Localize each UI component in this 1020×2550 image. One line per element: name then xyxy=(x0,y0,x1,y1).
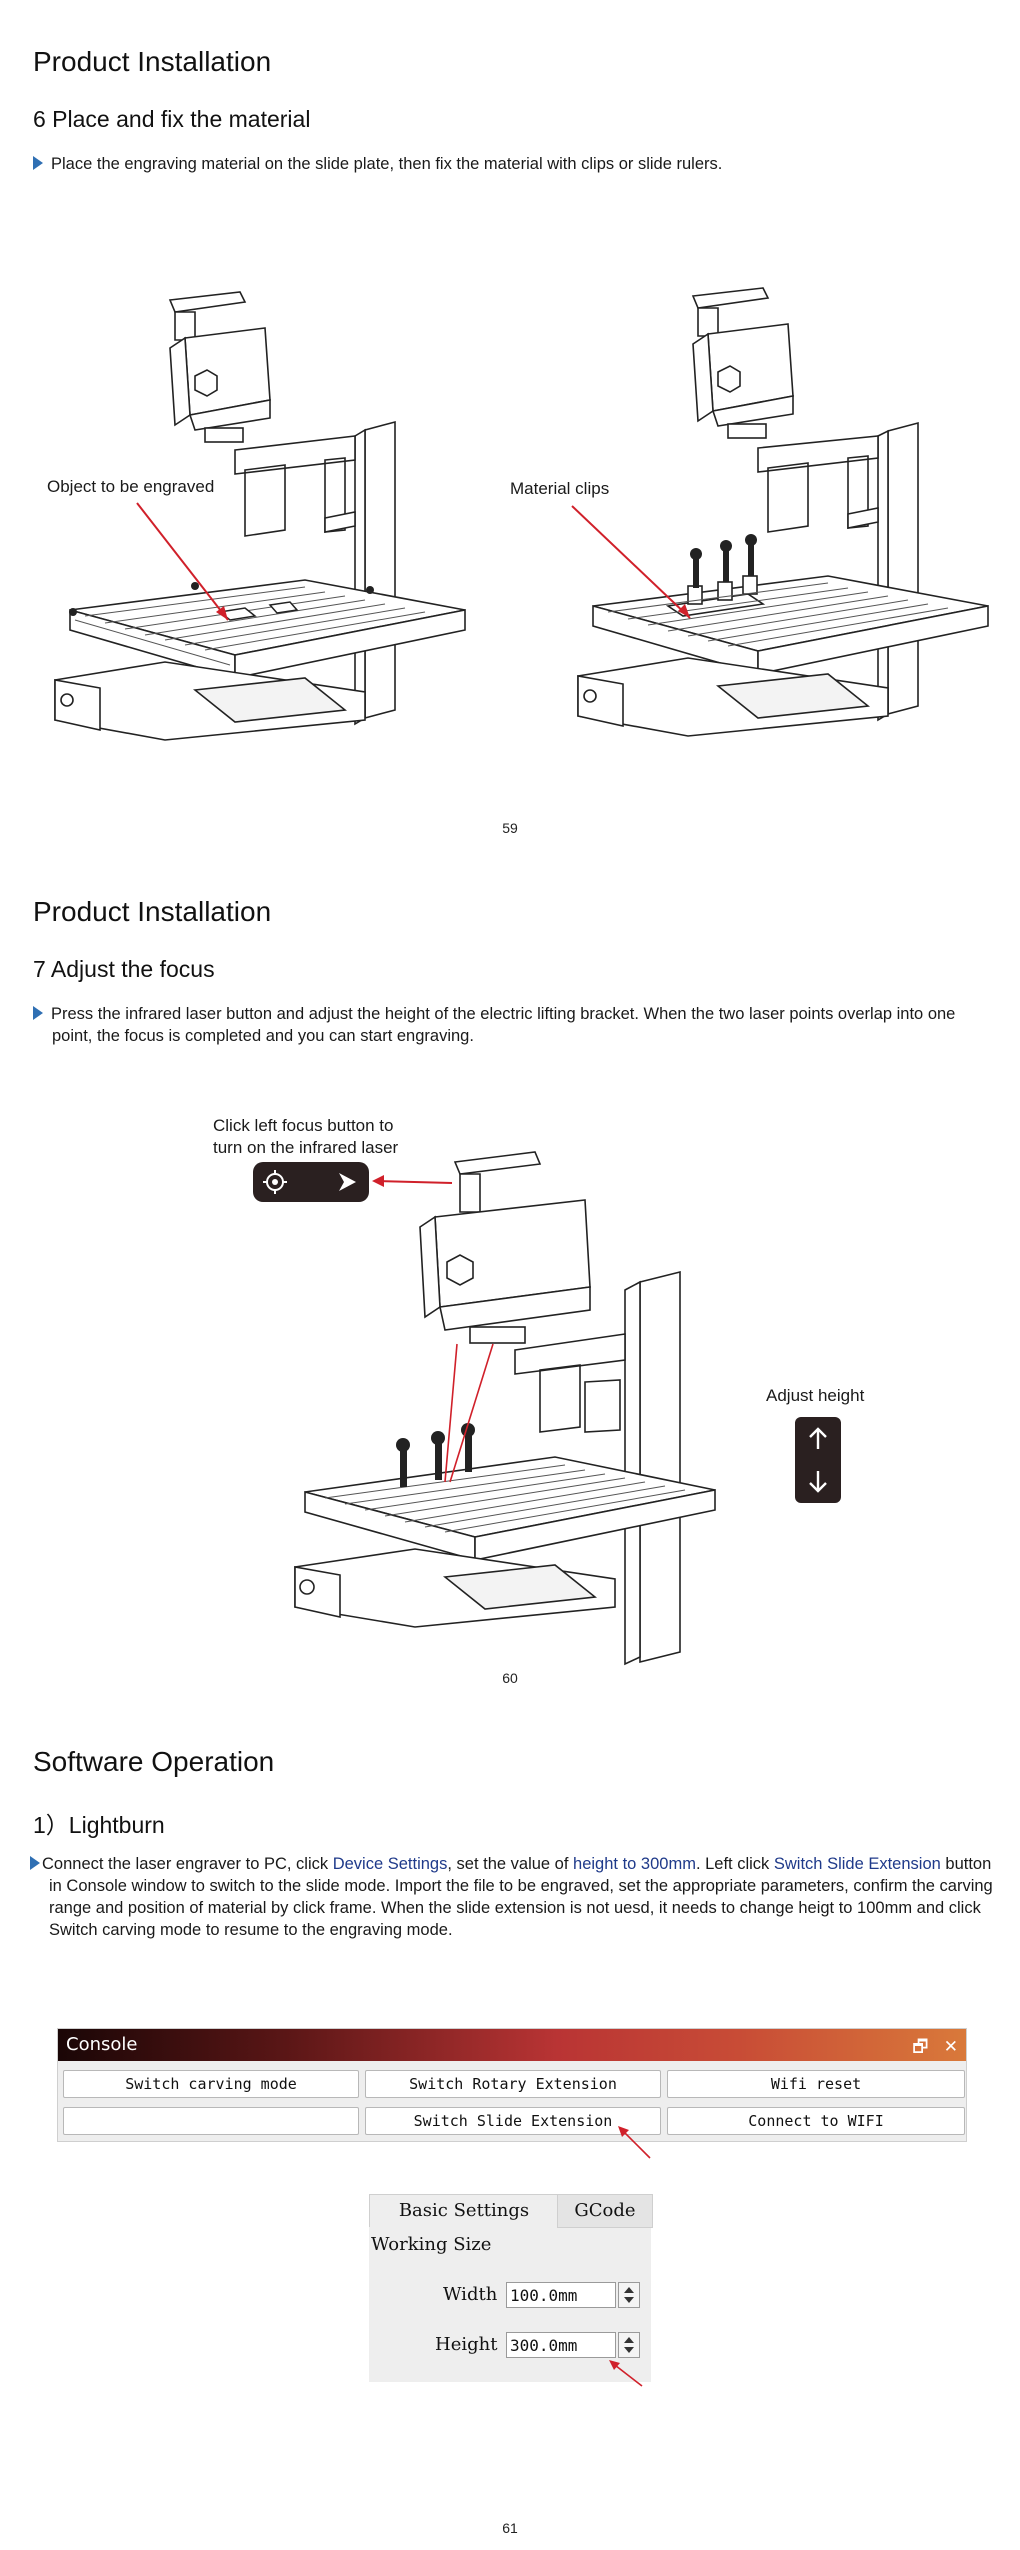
callout-arrow-left xyxy=(136,502,229,621)
play-icon[interactable] xyxy=(335,1170,359,1194)
switch-rotary-extension-button[interactable]: Switch Rotary Extension xyxy=(365,2070,661,2098)
link-device-settings: Device Settings xyxy=(332,1855,448,1873)
focus-button-panel xyxy=(253,1162,369,1202)
wifi-reset-button[interactable]: Wifi reset xyxy=(667,2070,965,2098)
instruction-text: Place the engraving material on the slid… xyxy=(33,153,1000,175)
switch-carving-mode-button[interactable]: Switch carving mode xyxy=(63,2070,359,2098)
callout-focus-line1: Click left focus button to xyxy=(213,1116,394,1135)
section-title: Software Operation xyxy=(33,1746,275,1777)
height-field[interactable]: 300.0mm xyxy=(506,2332,616,2358)
step-heading: 1）Lightburn xyxy=(33,1812,165,1838)
page-60: Product Installation 7 Adjust the focus … xyxy=(0,850,1020,1700)
console-title-bar: Console 🗗 ✕ xyxy=(58,2029,966,2061)
height-button-panel xyxy=(795,1417,841,1503)
console-title: Console xyxy=(66,2034,138,2055)
engraver-illustration-focus xyxy=(294,1151,716,1666)
height-label: Height xyxy=(435,2334,498,2355)
page-59: Product Installation 6 Place and fix the… xyxy=(0,0,1020,850)
height-spinner[interactable] xyxy=(618,2332,640,2358)
tab-gcode[interactable]: GCode xyxy=(557,2194,653,2228)
page-number: 60 xyxy=(502,1670,518,1686)
focus-target-icon[interactable] xyxy=(263,1170,287,1194)
link-height-300mm: height to 300mm xyxy=(573,1855,696,1873)
callout-object-to-be-engraved: Object to be engraved xyxy=(47,477,215,496)
callout-arrow-right xyxy=(571,505,691,619)
arrow-up-icon[interactable] xyxy=(807,1427,829,1451)
page-61: Software Operation 1）Lightburn Connect t… xyxy=(0,1700,1020,2550)
device-settings-panel: Basic Settings GCode Working Size Width … xyxy=(369,2194,653,2382)
bullet-triangle-icon xyxy=(33,1006,43,1020)
section-title: Product Installation xyxy=(33,896,272,927)
engraver-illustration-left xyxy=(54,291,466,741)
bullet-triangle-icon xyxy=(33,156,43,170)
callout-arrow-focus xyxy=(372,1175,453,1187)
step-heading: 7 Adjust the focus xyxy=(33,956,215,982)
step-heading: 6 Place and fix the material xyxy=(33,106,311,132)
working-size-label: Working Size xyxy=(371,2234,492,2255)
window-controls: 🗗 ✕ xyxy=(912,2034,958,2063)
width-label: Width xyxy=(443,2284,498,2305)
engraver-illustration-right xyxy=(577,287,989,737)
connect-to-wifi-button[interactable]: Connect to WIFI xyxy=(667,2107,965,2135)
close-icon[interactable]: ✕ xyxy=(943,2037,958,2057)
instruction-text: Connect the laser engraver to PC, click … xyxy=(30,1853,1000,1941)
console-window: Console 🗗 ✕ Switch carving mode Switch R… xyxy=(57,2028,967,2142)
link-switch-slide-extension: Switch Slide Extension xyxy=(773,1855,941,1873)
restore-icon[interactable]: 🗗 xyxy=(912,2037,929,2057)
section-title: Product Installation xyxy=(33,46,272,77)
width-field[interactable]: 100.0mm xyxy=(506,2282,616,2308)
instruction-text: Press the infrared laser button and adju… xyxy=(33,1003,1000,1047)
empty-console-button[interactable] xyxy=(63,2107,359,2135)
page-number: 59 xyxy=(502,820,518,836)
bullet-triangle-icon xyxy=(30,1856,40,1870)
arrow-down-icon[interactable] xyxy=(807,1469,829,1493)
callout-material-clips: Material clips xyxy=(510,479,610,498)
switch-slide-extension-button[interactable]: Switch Slide Extension xyxy=(365,2107,661,2135)
width-spinner[interactable] xyxy=(618,2282,640,2308)
page-number-61: 61 xyxy=(502,2520,518,2536)
tab-basic-settings[interactable]: Basic Settings xyxy=(369,2194,559,2227)
callout-adjust-height: Adjust height xyxy=(766,1386,865,1405)
callout-focus-line2: turn on the infrared laser xyxy=(213,1138,399,1157)
